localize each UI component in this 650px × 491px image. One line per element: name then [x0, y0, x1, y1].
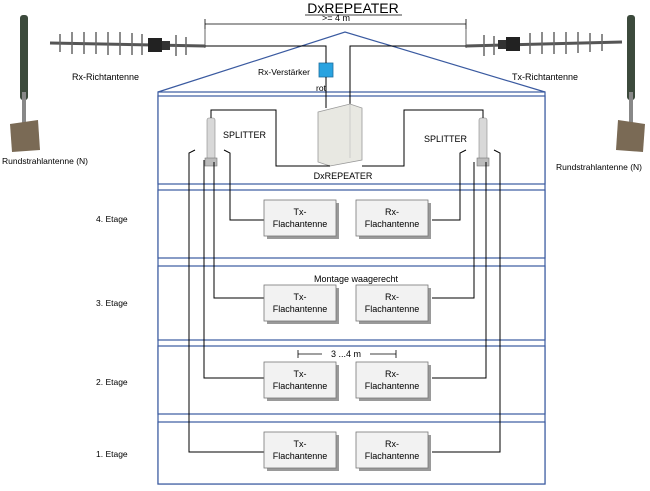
- rot-label: rot: [316, 83, 327, 93]
- rx-amplifier-label: Rx-Verstärker: [258, 67, 310, 77]
- tx-yagi-antenna: [465, 32, 623, 56]
- top-distance-marker: [204, 19, 467, 48]
- panel-rx-line2: Flachantenne: [365, 381, 420, 391]
- mounting-note: Montage waagerecht: [314, 274, 399, 284]
- repeater-left-cable: [210, 109, 330, 167]
- flat-antenna-panels: Tx-FlachantenneRx-FlachantenneTx-Flachan…: [263, 199, 431, 471]
- floor-3: [157, 265, 546, 341]
- splitter-right-label: SPLITTER: [424, 134, 468, 144]
- panel-rx-floor-1: Rx- Flachantenne: [355, 431, 431, 471]
- rx-yagi-antenna: [49, 32, 206, 56]
- panel-tx-line1: Tx-: [294, 207, 307, 217]
- omni-left-label: Rundstrahlantenne (N): [2, 156, 88, 166]
- panel-tx-line2: Flachantenne: [273, 219, 328, 229]
- panel-tx-floor-1: Tx- Flachantenne: [263, 431, 339, 471]
- rx-directional-label: Rx-Richtantenne: [72, 72, 139, 82]
- top-distance-label: >= 4 m: [322, 13, 350, 23]
- tx-feed-cable: [349, 45, 466, 106]
- repeater-unit: [317, 103, 363, 167]
- panel-rx-line2: Flachantenne: [365, 219, 420, 229]
- panel-tx-floor-3: Tx- Flachantenne: [263, 284, 339, 324]
- floor-1: [157, 421, 546, 485]
- left-distribution-cables: [188, 149, 264, 453]
- floor-label-1: 1. Etage: [96, 449, 128, 459]
- panel-rx-floor-4: Rx- Flachantenne: [355, 199, 431, 239]
- panel-tx-floor-2: Tx- Flachantenne: [263, 361, 339, 401]
- floor-4: [157, 189, 546, 259]
- tx-directional-label: Tx-Richtantenne: [512, 72, 578, 82]
- rx-amplifier-box: [318, 62, 334, 78]
- panel-tx-floor-4: Tx- Flachantenne: [263, 199, 339, 239]
- splitter-left-label: SPLITTER: [223, 130, 267, 140]
- omni-antenna-right: [616, 15, 645, 152]
- splitter-right: [476, 117, 490, 167]
- panel-rx-line1: Rx-: [385, 207, 399, 217]
- panel-tx-line2: Flachantenne: [273, 381, 328, 391]
- omni-antenna-left: [10, 15, 40, 152]
- panel-tx-line2: Flachantenne: [273, 451, 328, 461]
- panel-rx-line2: Flachantenne: [365, 304, 420, 314]
- diagram-title: DxREPEATER: [307, 0, 399, 16]
- panel-tx-line2: Flachantenne: [273, 304, 328, 314]
- right-distribution-cables: [432, 149, 501, 453]
- repeater-label: DxREPEATER: [314, 171, 373, 181]
- floor-label-2: 2. Etage: [96, 377, 128, 387]
- roof-outline: [157, 31, 546, 93]
- panel-rx-line2: Flachantenne: [365, 451, 420, 461]
- panel-tx-line1: Tx-: [294, 292, 307, 302]
- panel-rx-line1: Rx-: [385, 439, 399, 449]
- floor-label-3: 3. Etage: [96, 298, 128, 308]
- rx-feed-cable: [205, 45, 327, 63]
- omni-right-label: Rundstrahlantenne (N): [556, 162, 642, 172]
- panel-distance-label: 3 ...4 m: [331, 349, 361, 359]
- panel-tx-line1: Tx-: [294, 439, 307, 449]
- panel-tx-line1: Tx-: [294, 369, 307, 379]
- panel-rx-floor-3: Rx- Flachantenne: [355, 284, 431, 324]
- panel-rx-line1: Rx-: [385, 369, 399, 379]
- panel-rx-line1: Rx-: [385, 292, 399, 302]
- repeater-right-cable: [362, 109, 484, 167]
- panel-rx-floor-2: Rx- Flachantenne: [355, 361, 431, 401]
- splitter-left: [204, 117, 218, 167]
- floor-label-4: 4. Etage: [96, 214, 128, 224]
